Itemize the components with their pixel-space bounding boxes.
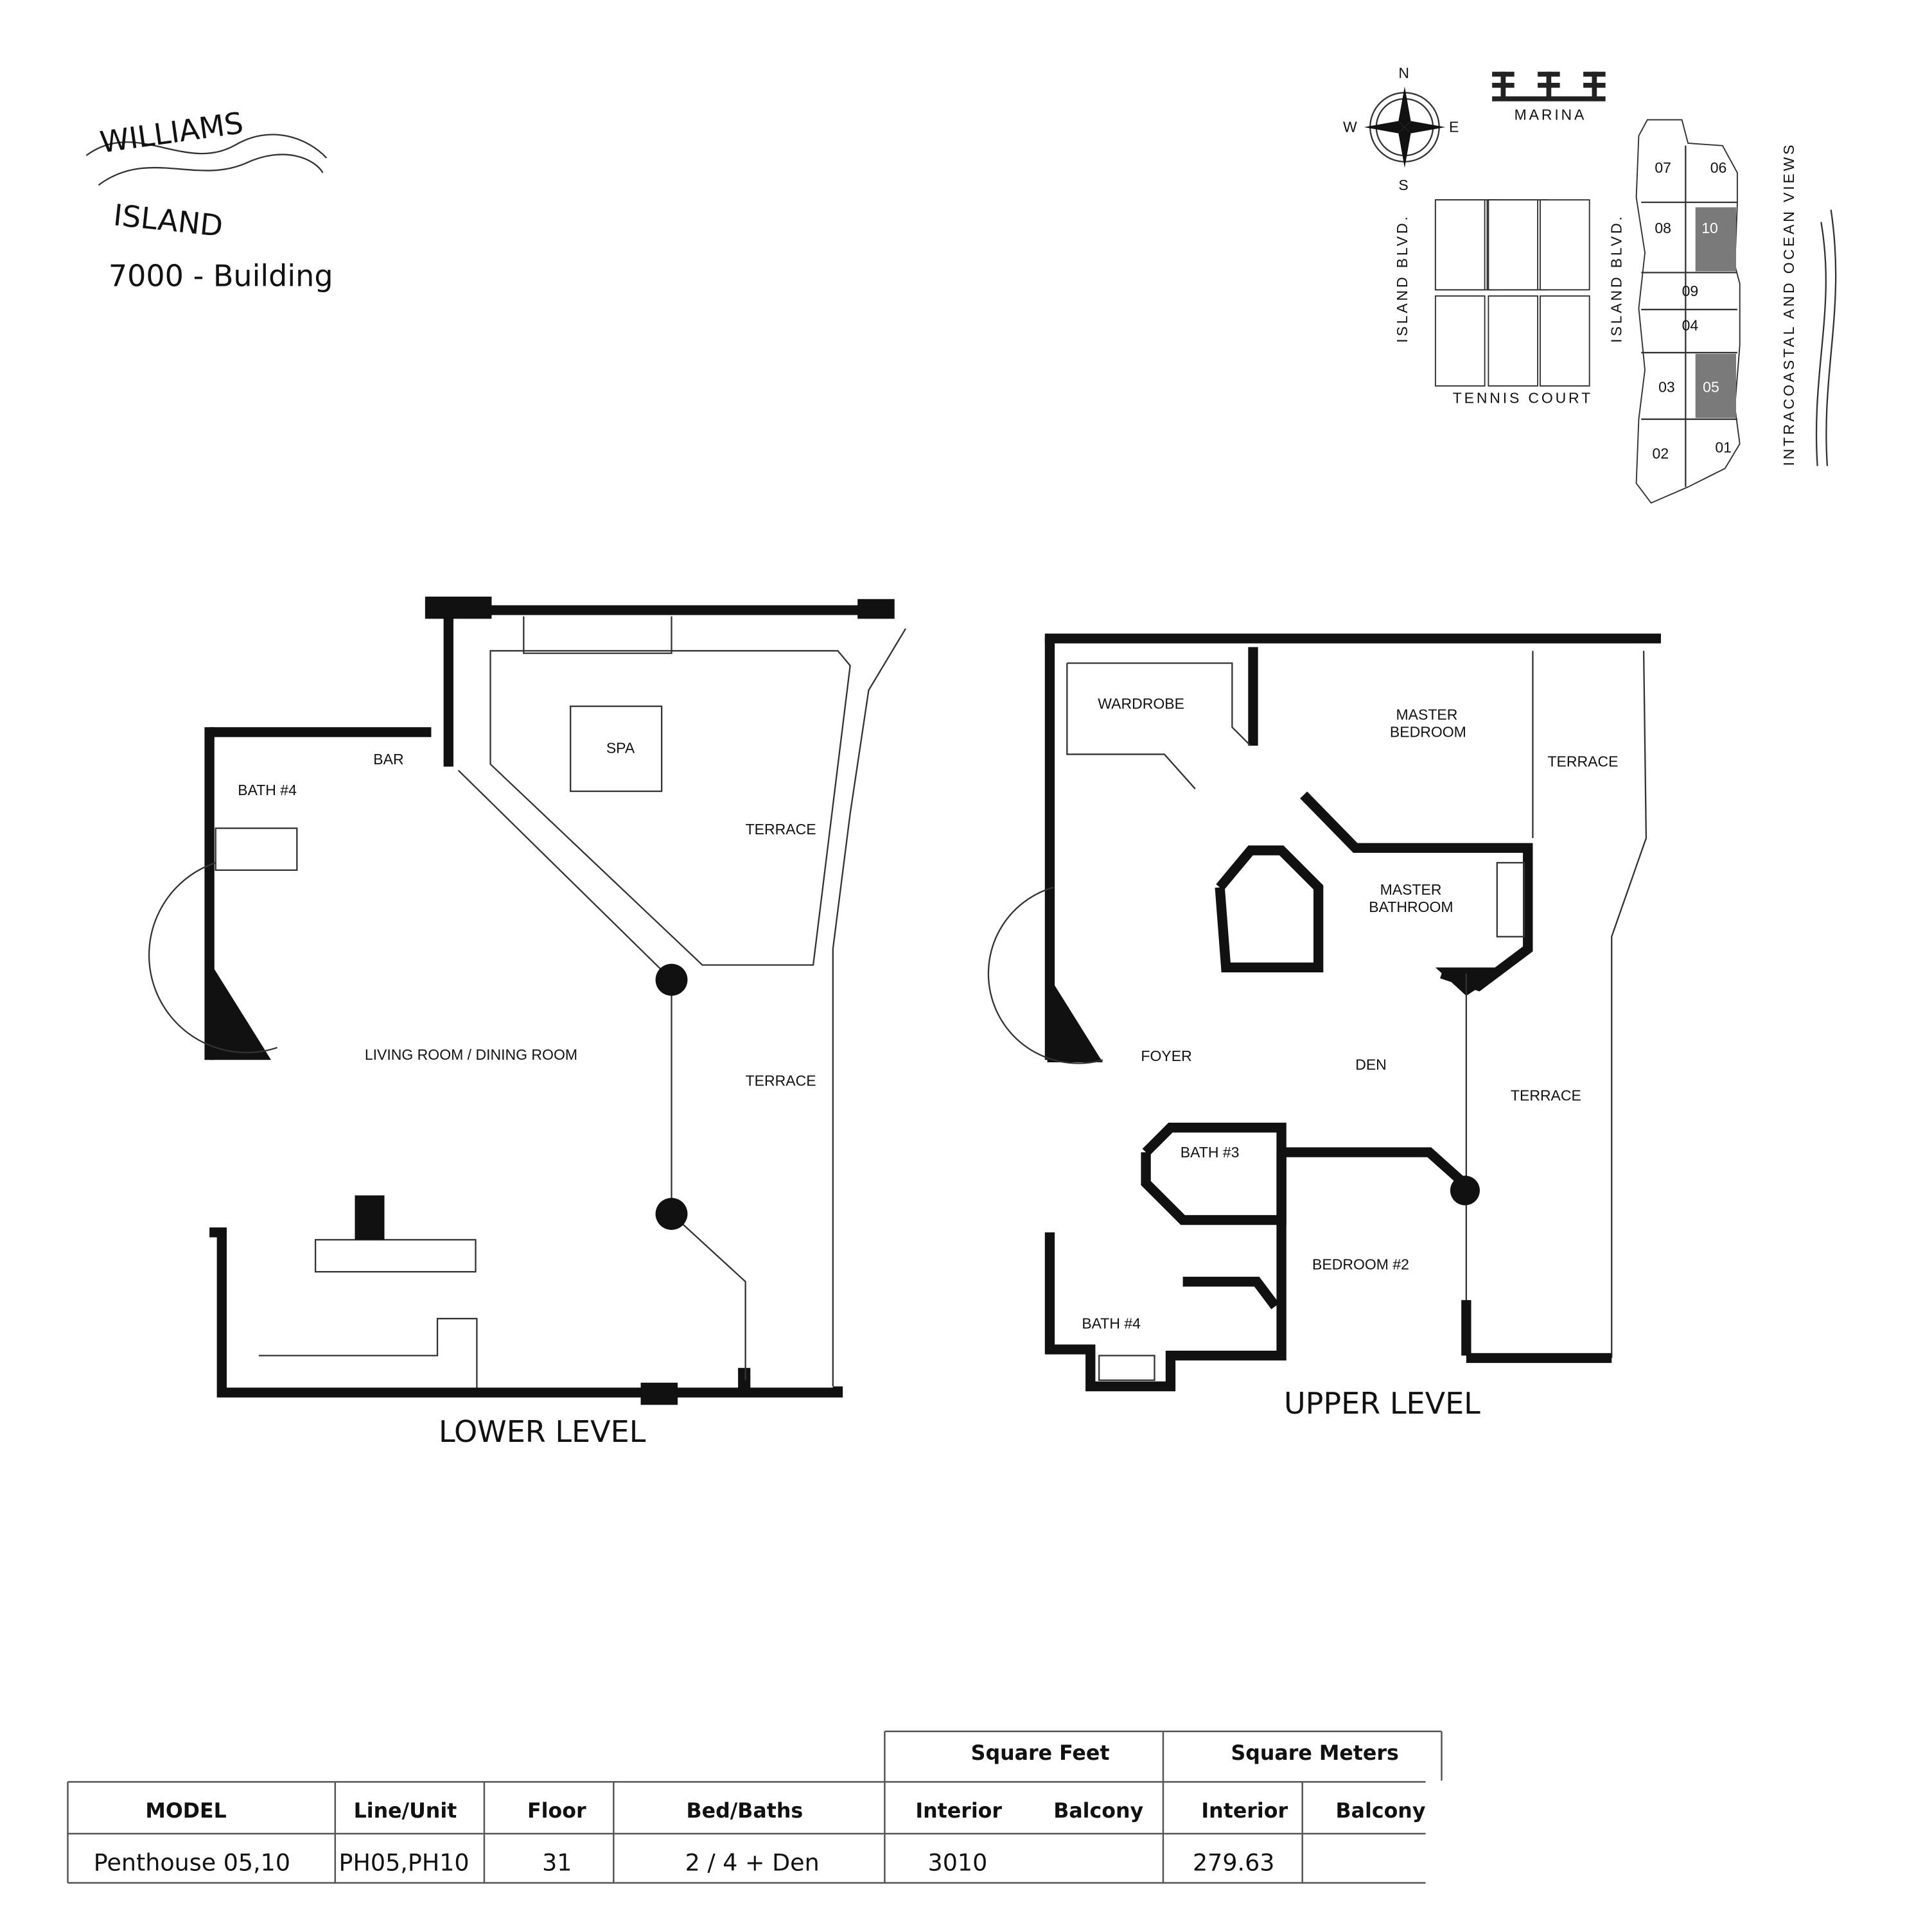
lower-level-plan <box>148 596 906 1405</box>
header-sqft-interior: Interior <box>915 1800 1002 1823</box>
unit-08: 08 <box>1655 220 1671 236</box>
views-label: INTRACOASTAL AND OCEAN VIEWS <box>1780 143 1797 466</box>
unit-07: 07 <box>1655 159 1671 176</box>
header-sqft-balcony: Balcony <box>1053 1800 1143 1823</box>
unit-04: 04 <box>1682 317 1699 334</box>
building-key-plan <box>1635 119 1741 504</box>
tennis-label: TENNIS COURT <box>1453 390 1593 407</box>
building-subtitle: 7000 - Building <box>109 258 333 293</box>
unit-06: 06 <box>1710 159 1727 176</box>
lower-spa-label: SPA <box>606 740 635 757</box>
upper-master-bed-label-1: MASTER <box>1396 706 1458 723</box>
upper-level-title: UPPER LEVEL <box>1284 1386 1480 1421</box>
compass-s: S <box>1398 177 1408 193</box>
group-header-sqft: Square Feet <box>971 1742 1110 1765</box>
unit-02: 02 <box>1653 445 1669 462</box>
header-model: MODEL <box>145 1800 226 1823</box>
upper-level-plan <box>987 633 1661 1392</box>
street-right: ISLAND BLVD. <box>1608 214 1625 342</box>
upper-foyer-label: FOYER <box>1141 1048 1191 1064</box>
compass-e: E <box>1449 119 1459 136</box>
upper-bath3-label: BATH #3 <box>1181 1144 1240 1161</box>
tennis-courts <box>1434 199 1590 387</box>
logo-line1: WILLIAMS <box>98 105 245 160</box>
upper-den-label: DEN <box>1355 1057 1387 1073</box>
compass-w: W <box>1343 119 1357 136</box>
upper-master-bed-label-2: BEDROOM <box>1390 724 1466 741</box>
logo-line2: ISLAND <box>112 197 225 243</box>
compass-rose-icon <box>1364 86 1446 168</box>
cell-line-unit: PH05,PH10 <box>339 1849 470 1877</box>
cell-sqm-interior: 279.63 <box>1193 1849 1275 1877</box>
unit-09: 09 <box>1682 283 1699 299</box>
header-line-unit: Line/Unit <box>354 1800 457 1823</box>
upper-master-bath-label-1: MASTER <box>1380 881 1442 898</box>
key-plan: N S E W MARINA ISLAND BLVD. ISLAND BLVD.… <box>1343 64 1837 504</box>
header-bed-baths: Bed/Baths <box>687 1800 804 1823</box>
header-floor: Floor <box>527 1800 586 1823</box>
lower-terrace-label-1: TERRACE <box>746 821 816 838</box>
street-left: ISLAND BLVD. <box>1394 214 1410 342</box>
cell-bed-baths: 2 / 4 + Den <box>685 1849 820 1877</box>
lower-bar-label: BAR <box>373 751 403 768</box>
header-sqm-interior: Interior <box>1201 1800 1288 1823</box>
upper-wardrobe-label: WARDROBE <box>1098 695 1184 712</box>
compass-n: N <box>1398 64 1409 81</box>
marina-dock-icon <box>1492 71 1606 101</box>
lower-level-title: LOWER LEVEL <box>439 1414 646 1449</box>
cell-sqft-interior: 3010 <box>928 1849 988 1877</box>
upper-terrace-label-2: TERRACE <box>1511 1087 1581 1104</box>
unit-specs-table <box>67 1730 1443 1884</box>
group-header-sqm: Square Meters <box>1231 1742 1398 1765</box>
cell-model: Penthouse 05,10 <box>94 1849 290 1877</box>
unit-01: 01 <box>1715 439 1732 455</box>
cell-floor: 31 <box>542 1849 572 1877</box>
unit-03: 03 <box>1658 378 1675 395</box>
unit-10: 10 <box>1701 220 1718 236</box>
upper-terrace-label-1: TERRACE <box>1547 753 1618 770</box>
upper-bath4-label: BATH #4 <box>1082 1315 1141 1331</box>
upper-bedroom2-label: BEDROOM #2 <box>1312 1256 1409 1272</box>
lower-terrace-label-2: TERRACE <box>746 1073 816 1089</box>
header-sqm-balcony: Balcony <box>1336 1800 1426 1823</box>
lower-bath4-label: BATH #4 <box>238 782 297 798</box>
lower-living-label: LIVING ROOM / DINING ROOM <box>365 1046 577 1063</box>
upper-master-bath-label-2: BATHROOM <box>1369 899 1453 915</box>
marina-label: MARINA <box>1515 107 1587 123</box>
unit-05: 05 <box>1703 378 1719 395</box>
williams-island-logo: WILLIAMS ISLAND 7000 - Building <box>85 105 333 293</box>
